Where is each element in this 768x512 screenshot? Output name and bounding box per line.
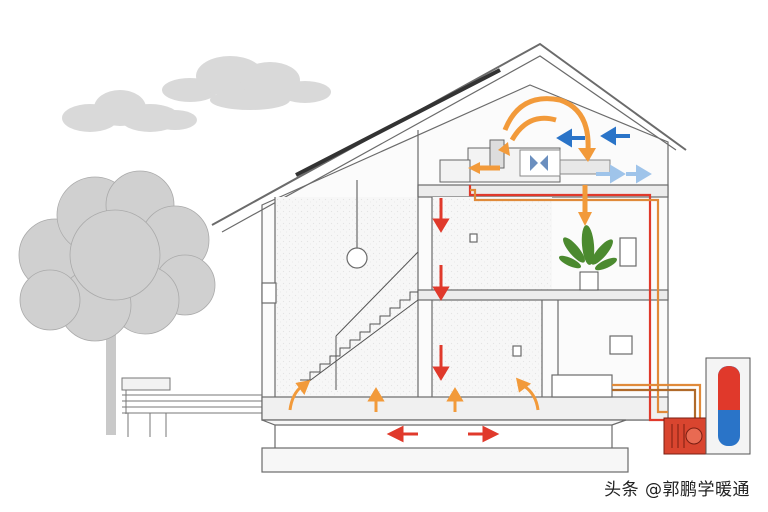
supply-arrows (288, 377, 540, 412)
staircase (299, 251, 419, 390)
attic-airflow (478, 96, 591, 214)
water-tank-icon (705, 357, 751, 455)
attic-airflow-heads (468, 142, 596, 226)
exhaust-out-arrows (596, 164, 652, 184)
fresh-air-arrows (556, 126, 630, 148)
piping (468, 185, 702, 430)
tree-icon (18, 170, 216, 435)
plant-icon (558, 225, 618, 291)
heat-pump-icon (663, 417, 707, 455)
ventilation-unit-icon (439, 139, 611, 183)
watermark: 头条 @郭鹏学暖通 (604, 480, 750, 500)
exhaust-arrows (386, 198, 500, 443)
cloud-icon (62, 56, 331, 132)
